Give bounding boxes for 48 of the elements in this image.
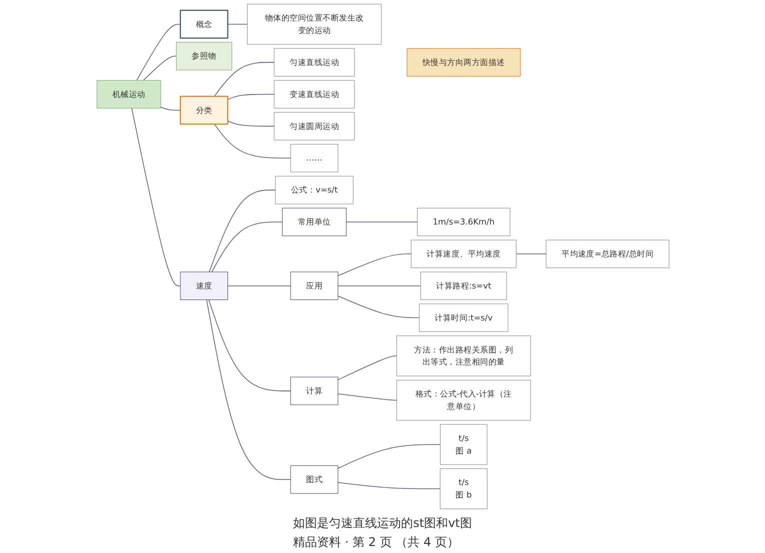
node-box: 平均速度=总路程/总时间: [545, 240, 669, 268]
connector: [337, 356, 397, 380]
node-box: 速度: [180, 272, 228, 300]
connector: [337, 444, 440, 469]
node-box: 参照物: [176, 42, 232, 70]
node-box: 应用: [290, 272, 338, 300]
node-box: 计算时间:t=s/v: [418, 304, 508, 332]
node-box: 计算: [290, 376, 338, 406]
node-box: t/s 图 a: [440, 424, 487, 465]
connector: [210, 222, 282, 272]
node-box: 匀速圆周运动: [273, 112, 354, 140]
connector: [226, 285, 290, 286]
connector: [208, 190, 276, 272]
node-box: 匀速直线运动: [273, 48, 354, 76]
node-box: 物体的空间位置不断发生改变的运动: [246, 4, 381, 45]
connector: [214, 124, 290, 159]
connector: [337, 393, 397, 401]
node-box: 1m/s=3.6Km/h: [416, 208, 510, 236]
node-box: 变速直线运动: [273, 80, 354, 108]
connector: [214, 62, 274, 97]
connector: [337, 482, 440, 490]
note-text: 精品资料 · 第 2 页 （共 4 页）: [293, 534, 460, 551]
node-box: t/s 图 b: [439, 468, 487, 510]
connector: [130, 108, 180, 286]
connector: [337, 254, 412, 276]
node-box: 机械运动: [96, 80, 161, 108]
node-box: 计算速度、平均速度: [410, 240, 516, 268]
connector: [142, 56, 176, 81]
node-box: 计算路程:s=vt: [420, 272, 506, 300]
connector: [160, 106, 180, 111]
note-text: 如图是匀速直线运动的st图和vt图: [293, 515, 472, 532]
connector: [208, 299, 290, 392]
node-box: 概念: [179, 10, 228, 39]
node-box: 公式：v=s/t: [274, 176, 353, 204]
connector: [136, 24, 180, 81]
connector: [226, 120, 274, 127]
node-box: 常用单位: [282, 208, 346, 236]
node-box: 格式：公式-代入-计算（注意单位）: [396, 380, 530, 421]
node-box: 方法：作出路程关系图，列出等式，注意相同的量: [396, 336, 530, 376]
connector: [226, 94, 274, 100]
node-box: 图式: [290, 465, 338, 494]
connector: [206, 299, 290, 480]
connector: [337, 296, 420, 318]
connector: [226, 24, 248, 25]
node-box: 快慢与方向两方面描述: [406, 48, 520, 76]
connector: [337, 285, 421, 286]
node-box: ……: [290, 144, 338, 172]
node-box: 分类: [179, 96, 228, 125]
